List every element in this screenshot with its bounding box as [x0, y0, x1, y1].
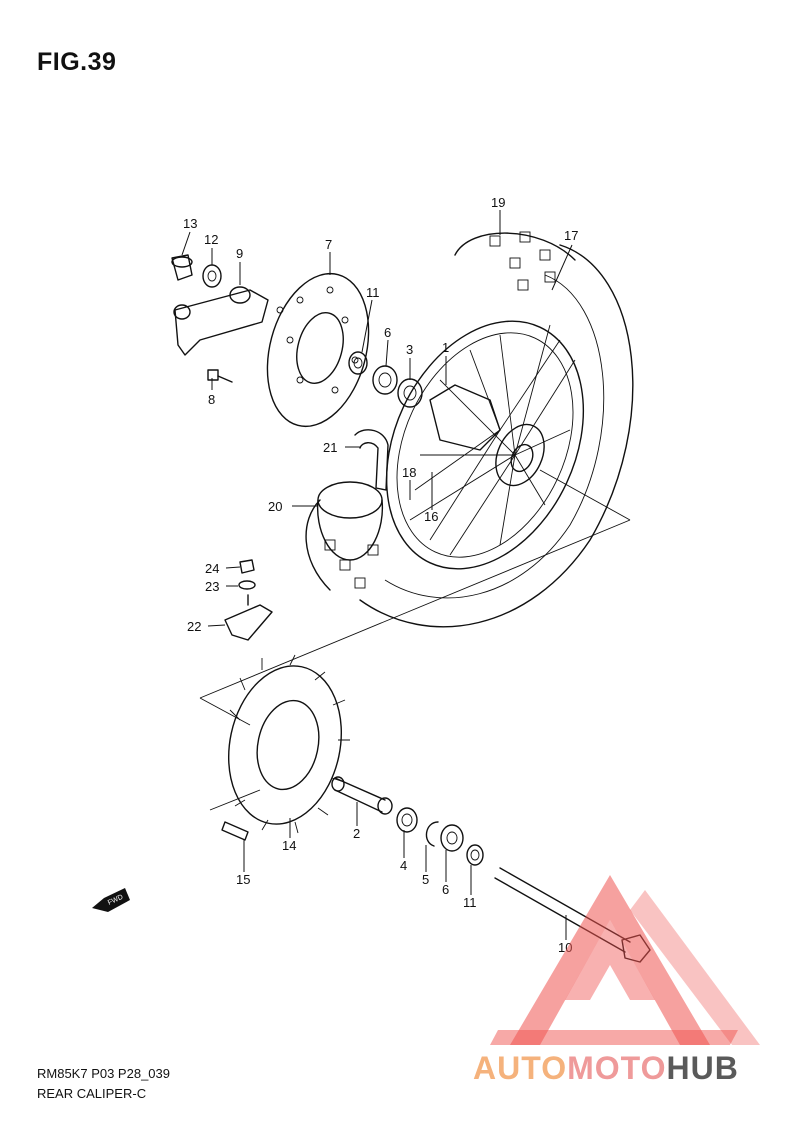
callout-16: 16 — [424, 509, 438, 524]
callout-21: 21 — [323, 440, 337, 455]
tire-part[interactable] — [305, 232, 634, 628]
callout-6-upper: 6 — [384, 325, 391, 340]
rim-lock-22-part[interactable] — [224, 594, 273, 641]
callout-3: 3 — [406, 342, 413, 357]
footer-name: REAR CALIPER-C — [37, 1086, 147, 1101]
callout-4: 4 — [400, 858, 407, 873]
caliper-bracket-part[interactable] — [173, 286, 269, 356]
watermark-text-moto: MOTO — [567, 1050, 667, 1086]
callout-6-lower: 6 — [442, 882, 449, 897]
callout-22: 22 — [187, 619, 201, 634]
callout-8: 8 — [208, 392, 215, 407]
callout-11-upper: 11 — [366, 285, 380, 300]
brake-disc-part[interactable] — [251, 262, 384, 438]
watermark-text-hub: HUB — [666, 1050, 739, 1086]
collar-11-lower-part[interactable] — [466, 844, 484, 866]
watermark-logo — [490, 875, 760, 1045]
bearing-4-part[interactable] — [396, 807, 418, 833]
tire-knobs — [324, 231, 556, 589]
nut-24-part[interactable] — [239, 559, 255, 574]
hub-part[interactable] — [429, 384, 553, 493]
callout-18: 18 — [402, 465, 416, 480]
rim-band-part[interactable] — [354, 429, 389, 491]
callout-12: 12 — [204, 232, 218, 247]
bolt-15-part[interactable] — [221, 821, 249, 841]
callout-19: 19 — [491, 195, 505, 210]
callout-13: 13 — [183, 216, 197, 231]
callout-7: 7 — [325, 237, 332, 252]
callout-labels: 13 12 9 8 7 11 6 3 1 19 17 21 18 16 20 2… — [183, 195, 578, 955]
collar-11-part[interactable] — [348, 351, 368, 375]
callout-11-lower: 11 — [463, 895, 477, 910]
bearing-6-lower-part[interactable] — [440, 824, 464, 852]
washer-12-part[interactable] — [202, 264, 222, 288]
washer-23-part[interactable] — [238, 580, 256, 590]
figure-title: FIG.39 — [37, 48, 117, 76]
footer-code: RM85K7 P03 P28_039 — [37, 1066, 170, 1081]
callout-23: 23 — [205, 579, 219, 594]
fwd-arrow-icon: FWD — [92, 888, 130, 912]
callout-9: 9 — [236, 246, 243, 261]
bearing-6-part[interactable] — [372, 365, 398, 395]
circlip-5-part[interactable] — [425, 821, 439, 847]
callout-17: 17 — [564, 228, 578, 243]
callout-14: 14 — [282, 838, 296, 853]
bolt-8-part[interactable] — [207, 369, 233, 383]
callout-24: 24 — [205, 561, 219, 576]
watermark-text-auto: AUTO — [473, 1050, 568, 1086]
callout-15: 15 — [236, 872, 250, 887]
callout-1: 1 — [442, 340, 449, 355]
callout-2: 2 — [353, 826, 360, 841]
sprocket-part[interactable] — [215, 654, 356, 835]
spacer-2-part[interactable] — [331, 776, 393, 815]
leader-lines — [181, 210, 573, 940]
tube-part[interactable] — [316, 481, 384, 561]
explode-lines — [199, 469, 631, 811]
nut-13-part[interactable] — [171, 254, 193, 281]
watermark-text: AUTOMOTOHUB — [473, 1050, 739, 1087]
callout-20: 20 — [268, 499, 282, 514]
callout-5: 5 — [422, 872, 429, 887]
